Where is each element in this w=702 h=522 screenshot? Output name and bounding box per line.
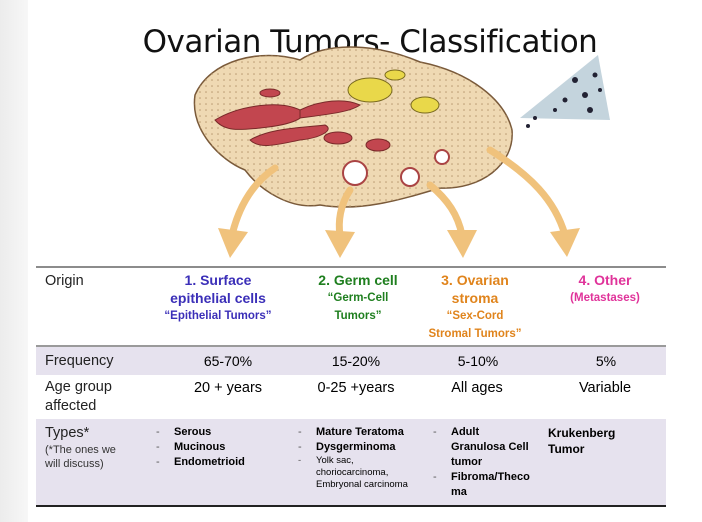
list-item: -Mucinous xyxy=(156,441,226,453)
label-age-group: Age group affected xyxy=(45,379,112,414)
slide-edge xyxy=(0,0,28,522)
origin-col4: 4. Other (Metastases) xyxy=(570,272,640,304)
list-item: -Endometrioid xyxy=(156,456,245,468)
list-item: -Mature Teratoma xyxy=(298,426,404,438)
frequency-col4: 5% xyxy=(595,353,617,369)
list-item: -Yolk sac,choriocarcinoma,Embryonal carc… xyxy=(298,455,408,490)
age-col4: Variable xyxy=(578,380,632,396)
table-top-rule xyxy=(36,266,666,268)
label-origin: Origin xyxy=(45,273,84,289)
age-col2: 0-25 +years xyxy=(317,380,395,396)
label-frequency: Frequency xyxy=(45,353,114,369)
label-types: Types* (*The ones we will discuss) xyxy=(45,425,116,470)
origin-col1: 1. Surface epithelial cells “Epithelial … xyxy=(164,272,272,322)
row-types: Types* (*The ones we will discuss) -Sero… xyxy=(36,419,666,505)
types-col1: -Serous -Mucinous -Endometrioid xyxy=(156,425,245,470)
ovary-illustration xyxy=(193,46,610,258)
frequency-col1: 65-70% xyxy=(203,353,253,369)
row-origin: Origin 1. Surface epithelial cells “Epit… xyxy=(36,268,666,345)
types-col2: -Mature Teratoma -Dysgerminoma -Yolk sac… xyxy=(298,425,408,491)
age-col3: All ages xyxy=(451,380,503,396)
origin-col2: 2. Germ cell “Germ-Cell Tumors” xyxy=(318,272,398,322)
table-bottom-rule xyxy=(36,505,666,507)
frequency-col3: 5-10% xyxy=(457,353,499,369)
row-age-group: Age group affected 20 + years 0-25 +year… xyxy=(36,375,666,418)
list-item: -Serous xyxy=(156,426,212,438)
list-item: -Dysgerminoma xyxy=(298,441,396,453)
origin-col3: 3. Ovarian stroma “Sex-Cord Stromal Tumo… xyxy=(428,272,522,340)
age-col1: 20 + years xyxy=(193,380,263,396)
row-frequency: Frequency 65-70% 15-20% 5-10% 5% xyxy=(36,345,666,375)
frequency-col2: 15-20% xyxy=(331,353,381,369)
types-col4: Krukenberg Tumor xyxy=(548,426,616,456)
